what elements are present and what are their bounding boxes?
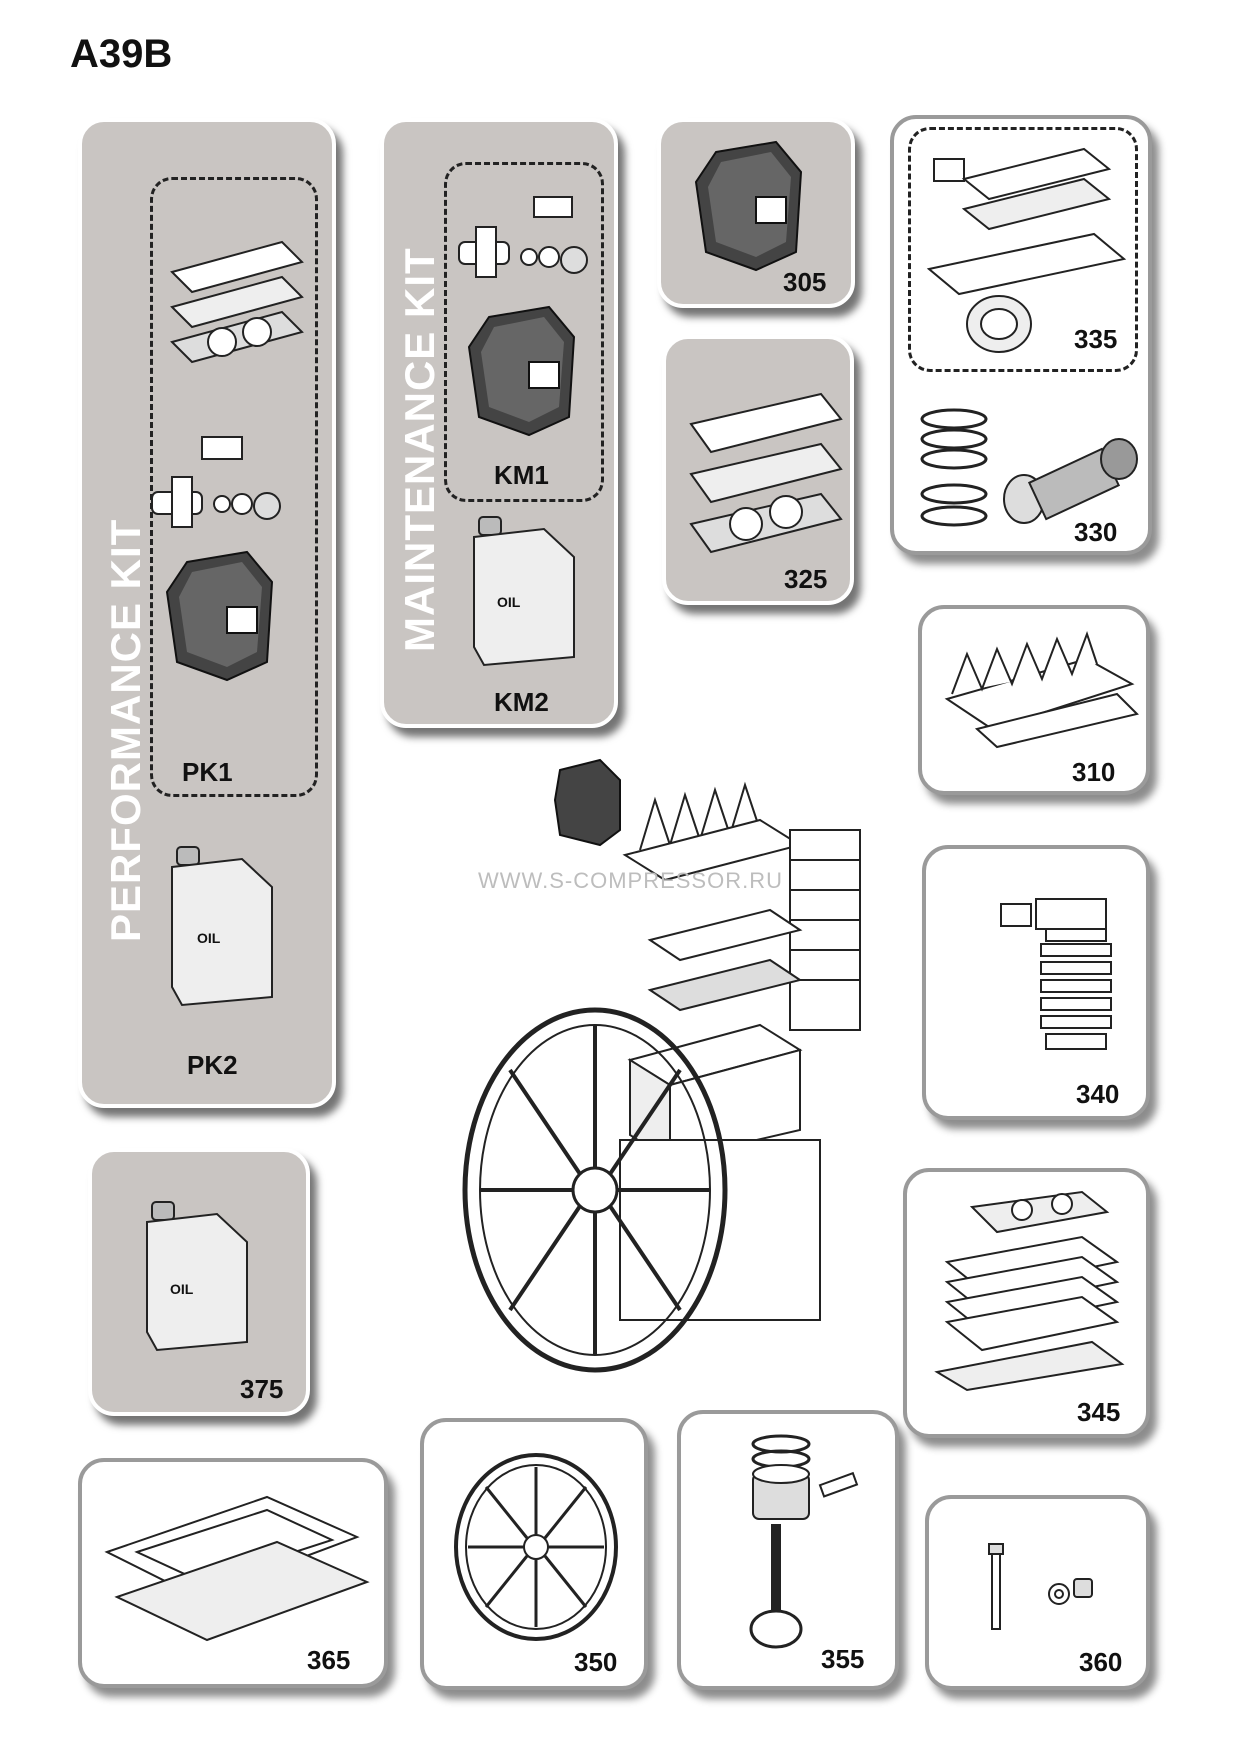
km1-group <box>444 162 604 502</box>
part-325-label: 325 <box>784 564 828 594</box>
cylinder-icon <box>1000 898 1112 1050</box>
oil-bottle-icon: OIL <box>146 1201 248 1352</box>
part-335-330-box[interactable]: 335 330 <box>890 115 1152 555</box>
maintenance-kit-panel[interactable]: MAINTENANCE KIT KM1 OIL KM2 <box>380 118 618 728</box>
oil-text: OIL <box>170 1281 194 1297</box>
oil-bottle-icon: OIL <box>473 516 575 667</box>
part-330-label: 330 <box>1074 517 1118 547</box>
oil-text: OIL <box>497 594 521 610</box>
km1-label: KM1 <box>494 460 549 490</box>
oil-bottle-icon: OIL <box>171 846 273 1007</box>
watermark: WWW.S-COMPRESSOR.RU <box>478 868 783 893</box>
piston-conrod-icon <box>749 1434 859 1649</box>
part-355-label: 355 <box>821 1644 865 1674</box>
bolt-and-plug-icon <box>988 1543 1093 1630</box>
part-335-group <box>908 127 1138 372</box>
pk1-label: PK1 <box>182 757 233 787</box>
part-345-box[interactable]: 345 <box>903 1168 1150 1438</box>
part-355-box[interactable]: 355 <box>677 1410 899 1690</box>
flywheel-icon <box>454 1453 618 1641</box>
maintenance-kit-title: MAINTENANCE KIT <box>396 247 443 652</box>
part-360-box[interactable]: 360 <box>925 1495 1150 1690</box>
part-305-label: 305 <box>783 267 827 297</box>
air-filter-icon <box>694 140 803 272</box>
part-345-label: 345 <box>1077 1397 1121 1427</box>
pk2-label: PK2 <box>187 1050 238 1080</box>
cylinder-block-icon <box>934 1190 1125 1392</box>
cylinder-head-icon <box>944 631 1139 749</box>
part-340-box[interactable]: 340 <box>922 845 1150 1120</box>
piston-rings-icon <box>920 408 1138 527</box>
oil-text: OIL <box>197 930 221 946</box>
part-365-box[interactable]: 365 <box>78 1458 388 1688</box>
part-375-box[interactable]: OIL 375 <box>88 1148 310 1416</box>
pk1-group <box>150 177 318 797</box>
part-365-label: 365 <box>307 1645 351 1675</box>
part-350-box[interactable]: 350 <box>420 1418 648 1690</box>
part-350-label: 350 <box>574 1647 618 1677</box>
part-375-label: 375 <box>240 1374 284 1404</box>
air-filter-icon <box>165 550 274 682</box>
part-340-label: 340 <box>1076 1079 1120 1109</box>
part-305-box[interactable]: 305 <box>657 118 855 308</box>
part-335-label: 335 <box>1074 324 1118 354</box>
part-310-label: 310 <box>1072 757 1116 787</box>
performance-kit-panel[interactable]: PERFORMANCE KIT PK1 OIL PK2 <box>78 118 336 1108</box>
crankcase-cover-gaskets-icon <box>104 1495 370 1642</box>
part-310-box[interactable]: 310 <box>918 605 1150 795</box>
km2-label: KM2 <box>494 687 549 717</box>
check-valve-icon <box>458 196 588 278</box>
valve-plate-gaskets-icon <box>170 240 304 364</box>
air-filter-icon <box>467 305 576 437</box>
part-325-box[interactable]: 325 <box>662 335 854 605</box>
check-valve-icon <box>151 436 281 528</box>
cylinder-gaskets-icon <box>926 147 1127 353</box>
performance-kit-title: PERFORMANCE KIT <box>102 518 149 942</box>
part-360-label: 360 <box>1079 1647 1123 1677</box>
valve-plate-gaskets-icon <box>689 392 843 554</box>
page-title: A39B <box>70 32 173 76</box>
compressor-assembly-icon <box>462 758 861 1373</box>
